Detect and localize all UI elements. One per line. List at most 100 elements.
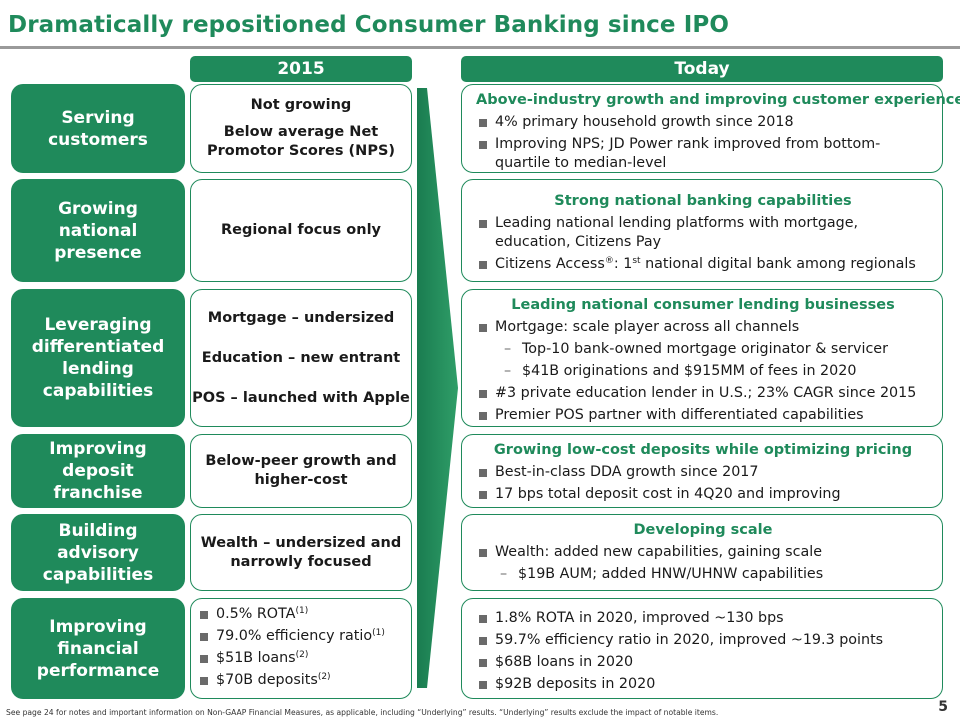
box-today-lending: Leading national consumer lending busine… [461,289,943,427]
bullet-square-icon [479,615,487,623]
today-title: Strong national banking capabilities [554,193,852,209]
before-line: Below-peer growth and [205,453,397,469]
box-today-serving-customers: Above-industry growth and improving cust… [461,84,960,173]
bullet-square-icon [479,412,487,420]
before-line: Education – new entrant [201,349,401,366]
category-line: presence [54,242,142,263]
sub-bullet-item: –$41B originations and $915MM of fees in… [504,363,857,379]
today-title: Developing scale [633,522,773,538]
category-line: customers [48,129,148,150]
bullet-item: Best-in-class DDA growth since 2017 [476,463,930,482]
sub-bullet-item: –$19B AUM; added HNW/UHNW capabilities [500,566,824,582]
dash-icon: – [504,341,512,357]
before-line: POS – launched with Apple [192,389,410,406]
footnote: See page 24 for notes and important info… [6,708,719,717]
before-line: Wealth – undersized and [200,534,402,551]
bullet-item: $51B loans(2) [197,649,430,668]
today-title: Leading national consumer lending busine… [511,297,895,313]
bullet-item: Wealth: added new capabilities, gaining … [476,543,930,562]
category-line: Improving [49,616,147,637]
category-line: Leveraging [44,315,152,335]
bullet-item: $68B loans in 2020 [476,653,930,672]
transition-arrow-icon [417,88,458,688]
bullet-item: $70B deposits(2) [197,671,430,690]
today-title: Above-industry growth and improving cust… [476,92,960,108]
before-line: Not growing [250,97,352,113]
bullet-item: 0.5% ROTA(1) [197,605,430,624]
category-growing-national-presence: Growing national presence [11,179,185,282]
page-title: Dramatically repositioned Consumer Banki… [8,12,729,38]
bullet-square-icon [479,659,487,667]
bullet-item: Leading national lending platforms with … [476,214,930,252]
box-2015-advisory: Wealth – undersized and narrowly focused [190,514,412,591]
bullet-item: 1.8% ROTA in 2020, improved ~130 bps [476,609,930,628]
dash-icon: – [504,363,512,379]
category-line: Building [58,520,138,541]
bullet-item: Mortgage: scale player across all channe… [476,318,930,337]
box-today-financial: 1.8% ROTA in 2020, improved ~130 bps 59.… [461,598,943,699]
category-financial-performance: Improving financial performance [11,598,185,699]
bullet-square-icon [200,654,208,663]
bullet-square-icon [200,610,208,619]
before-line: narrowly focused [230,553,372,570]
bullet-square-icon [479,220,487,228]
category-line: Growing [58,198,138,219]
bullet-item: 59.7% efficiency ratio in 2020, improved… [476,631,930,650]
bullet-square-icon [479,261,487,269]
box-2015-serving-customers: Not growing Below average Net Promotor S… [190,84,412,173]
column-header-2015: 2015 [190,56,412,82]
category-line: advisory [57,542,139,563]
category-line: performance [36,660,160,681]
category-line: capabilities [42,564,154,585]
bullet-item: 4% primary household growth since 2018 [476,113,930,132]
category-advisory-capabilities: Building advisory capabilities [11,514,185,591]
category-serving-customers: Serving customers [11,84,185,173]
bullet-square-icon [479,637,487,645]
bullet-square-icon [479,324,487,332]
before-line: higher-cost [254,472,348,488]
box-today-advisory: Developing scale Wealth: added new capab… [461,514,943,591]
category-line: Serving [61,107,135,128]
before-line: Below average Net [223,124,379,140]
box-2015-lending: Mortgage – undersized Education – new en… [190,289,412,427]
page-number: 5 [938,699,948,715]
bullet-square-icon [479,390,487,398]
bullet-square-icon [200,632,208,641]
box-today-deposit: Growing low-cost deposits while optimizi… [461,434,943,508]
before-line: Regional focus only [220,222,381,238]
title-divider [0,46,960,49]
box-2015-national-presence: Regional focus only [190,179,412,282]
bullet-square-icon [479,119,487,127]
bullet-square-icon [200,676,208,685]
category-line: financial [57,638,139,659]
category-line: Improving [49,439,147,459]
dash-icon: – [500,566,508,582]
box-2015-financial: 0.5% ROTA(1) 79.0% efficiency ratio(1) $… [190,598,412,699]
box-today-national-presence: Strong national banking capabilities Lea… [461,179,943,282]
category-line: capabilities [42,381,154,401]
category-line: deposit [62,461,134,481]
sub-bullet-item: –Top-10 bank-owned mortgage originator &… [504,341,888,357]
bullet-item: $92B deposits in 2020 [476,675,930,694]
bullet-item: 17 bps total deposit cost in 4Q20 and im… [476,485,930,504]
category-line: differentiated [31,337,165,357]
bullet-square-icon [479,469,487,477]
before-line: Promotor Scores (NPS) [206,143,396,159]
category-leveraging-lending: Leveraging differentiated lending capabi… [11,289,185,427]
before-line: Mortgage – undersized [207,309,395,326]
box-2015-deposit: Below-peer growth and higher-cost [190,434,412,508]
column-header-today: Today [461,56,943,82]
bullet-item: Premier POS partner with differentiated … [476,406,930,425]
bullet-square-icon [479,681,487,689]
bullet-square-icon [479,549,487,557]
bullet-item: Improving NPS; JD Power rank improved fr… [476,135,930,173]
category-line: lending [62,359,134,379]
category-line: franchise [53,483,143,503]
bullet-item: Citizens Access®: 1st national digital b… [476,255,930,274]
bullet-square-icon [479,141,487,149]
category-deposit-franchise: Improving deposit franchise [11,434,185,508]
category-line: national [58,220,138,241]
bullet-square-icon [479,491,487,499]
bullet-item: 79.0% efficiency ratio(1) [197,627,430,646]
bullet-item: #3 private education lender in U.S.; 23%… [476,384,930,403]
